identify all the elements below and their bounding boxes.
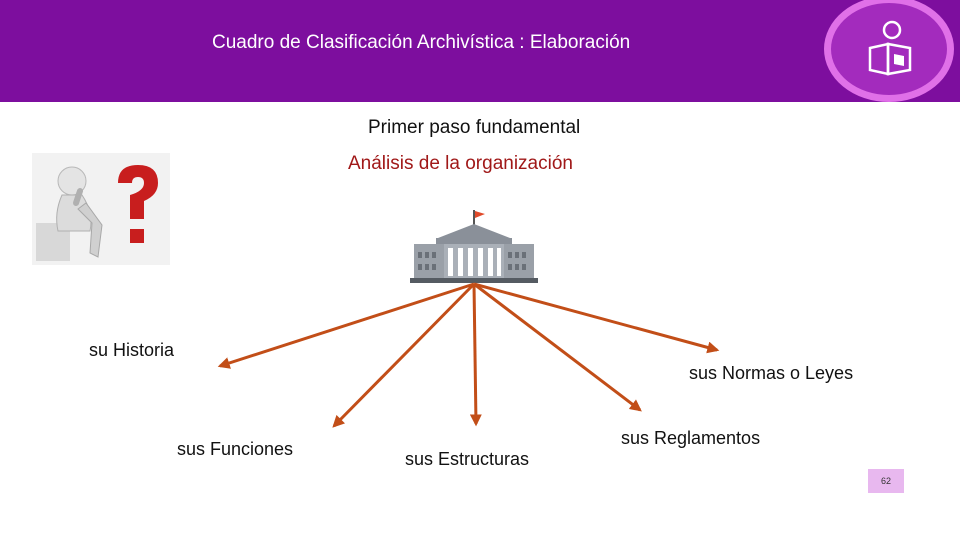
arrow-estructuras [469, 283, 482, 427]
arrow-normas [473, 282, 720, 354]
header-title: Cuadro de Clasificación Archivística : E… [212, 32, 631, 53]
label-normas: sus Normas o Leyes [689, 363, 854, 383]
label-historia: su Historia [89, 340, 175, 360]
subtitle: Primer paso fundamental [368, 117, 581, 138]
label-estructuras: sus Estructuras [405, 449, 530, 469]
arrow-reglamentos [473, 282, 642, 412]
label-funciones: sus Funciones [177, 439, 294, 459]
logo-icon [868, 20, 912, 76]
government-building-icon [410, 210, 538, 283]
label-reglamentos: sus Reglamentos [621, 428, 761, 448]
question-mark-icon [118, 165, 158, 243]
arrow-funciones [332, 282, 476, 428]
analysis-heading: Análisis de la organización [348, 153, 573, 174]
page-number: 62 [868, 469, 904, 493]
header-bar: Cuadro de Clasificación Archivística : E… [0, 0, 960, 102]
arrow-historia [217, 282, 475, 369]
thinking-person-icon [32, 153, 170, 265]
